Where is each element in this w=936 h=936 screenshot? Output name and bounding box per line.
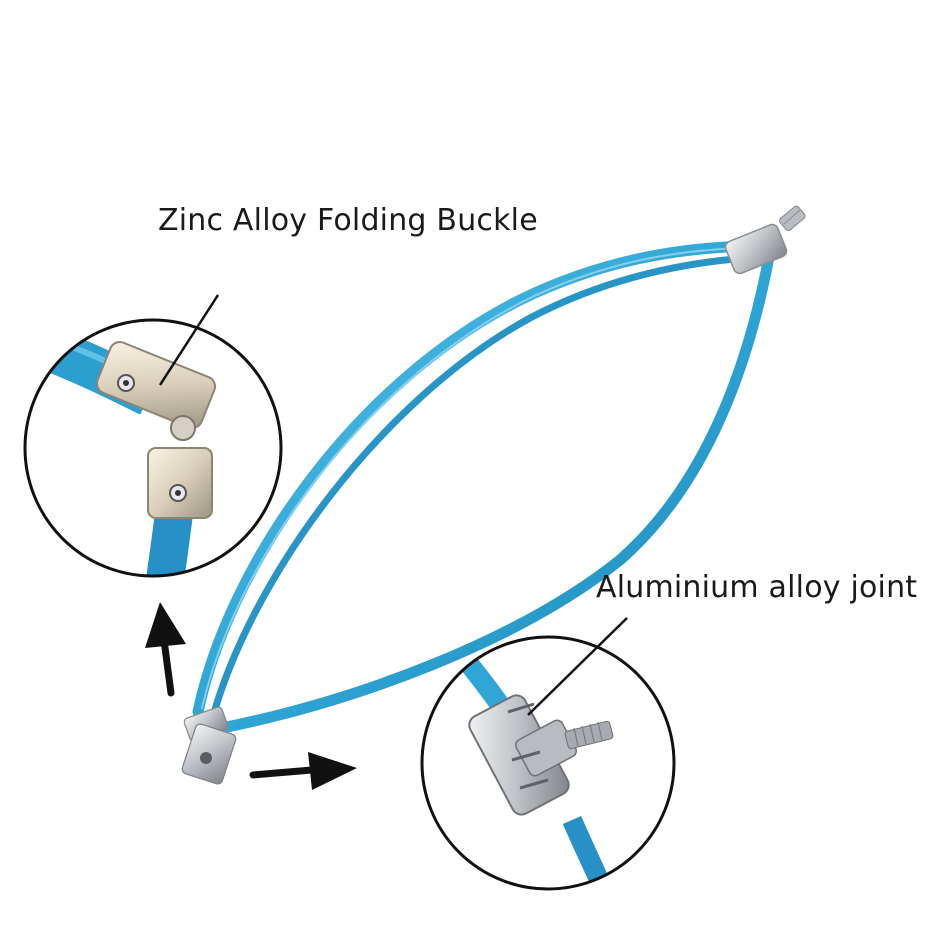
buckle-leader-line (158, 294, 220, 386)
bottom-joint (181, 706, 237, 785)
buckle-label: Zinc Alloy Folding Buckle (158, 203, 538, 238)
outer-rod (192, 240, 751, 718)
frame-rods (192, 240, 774, 734)
arrow-right-icon (249, 752, 357, 790)
joint-label: Aluminium alloy joint (596, 570, 918, 605)
top-joint (724, 205, 806, 275)
arrow-up-icon (145, 602, 186, 697)
inner-rod (208, 254, 752, 724)
joint-closeup (420, 635, 676, 891)
joint-leader-line (527, 617, 628, 716)
lower-rod (216, 256, 774, 734)
rod-highlight (201, 247, 743, 709)
buckle-closeup (23, 318, 283, 578)
